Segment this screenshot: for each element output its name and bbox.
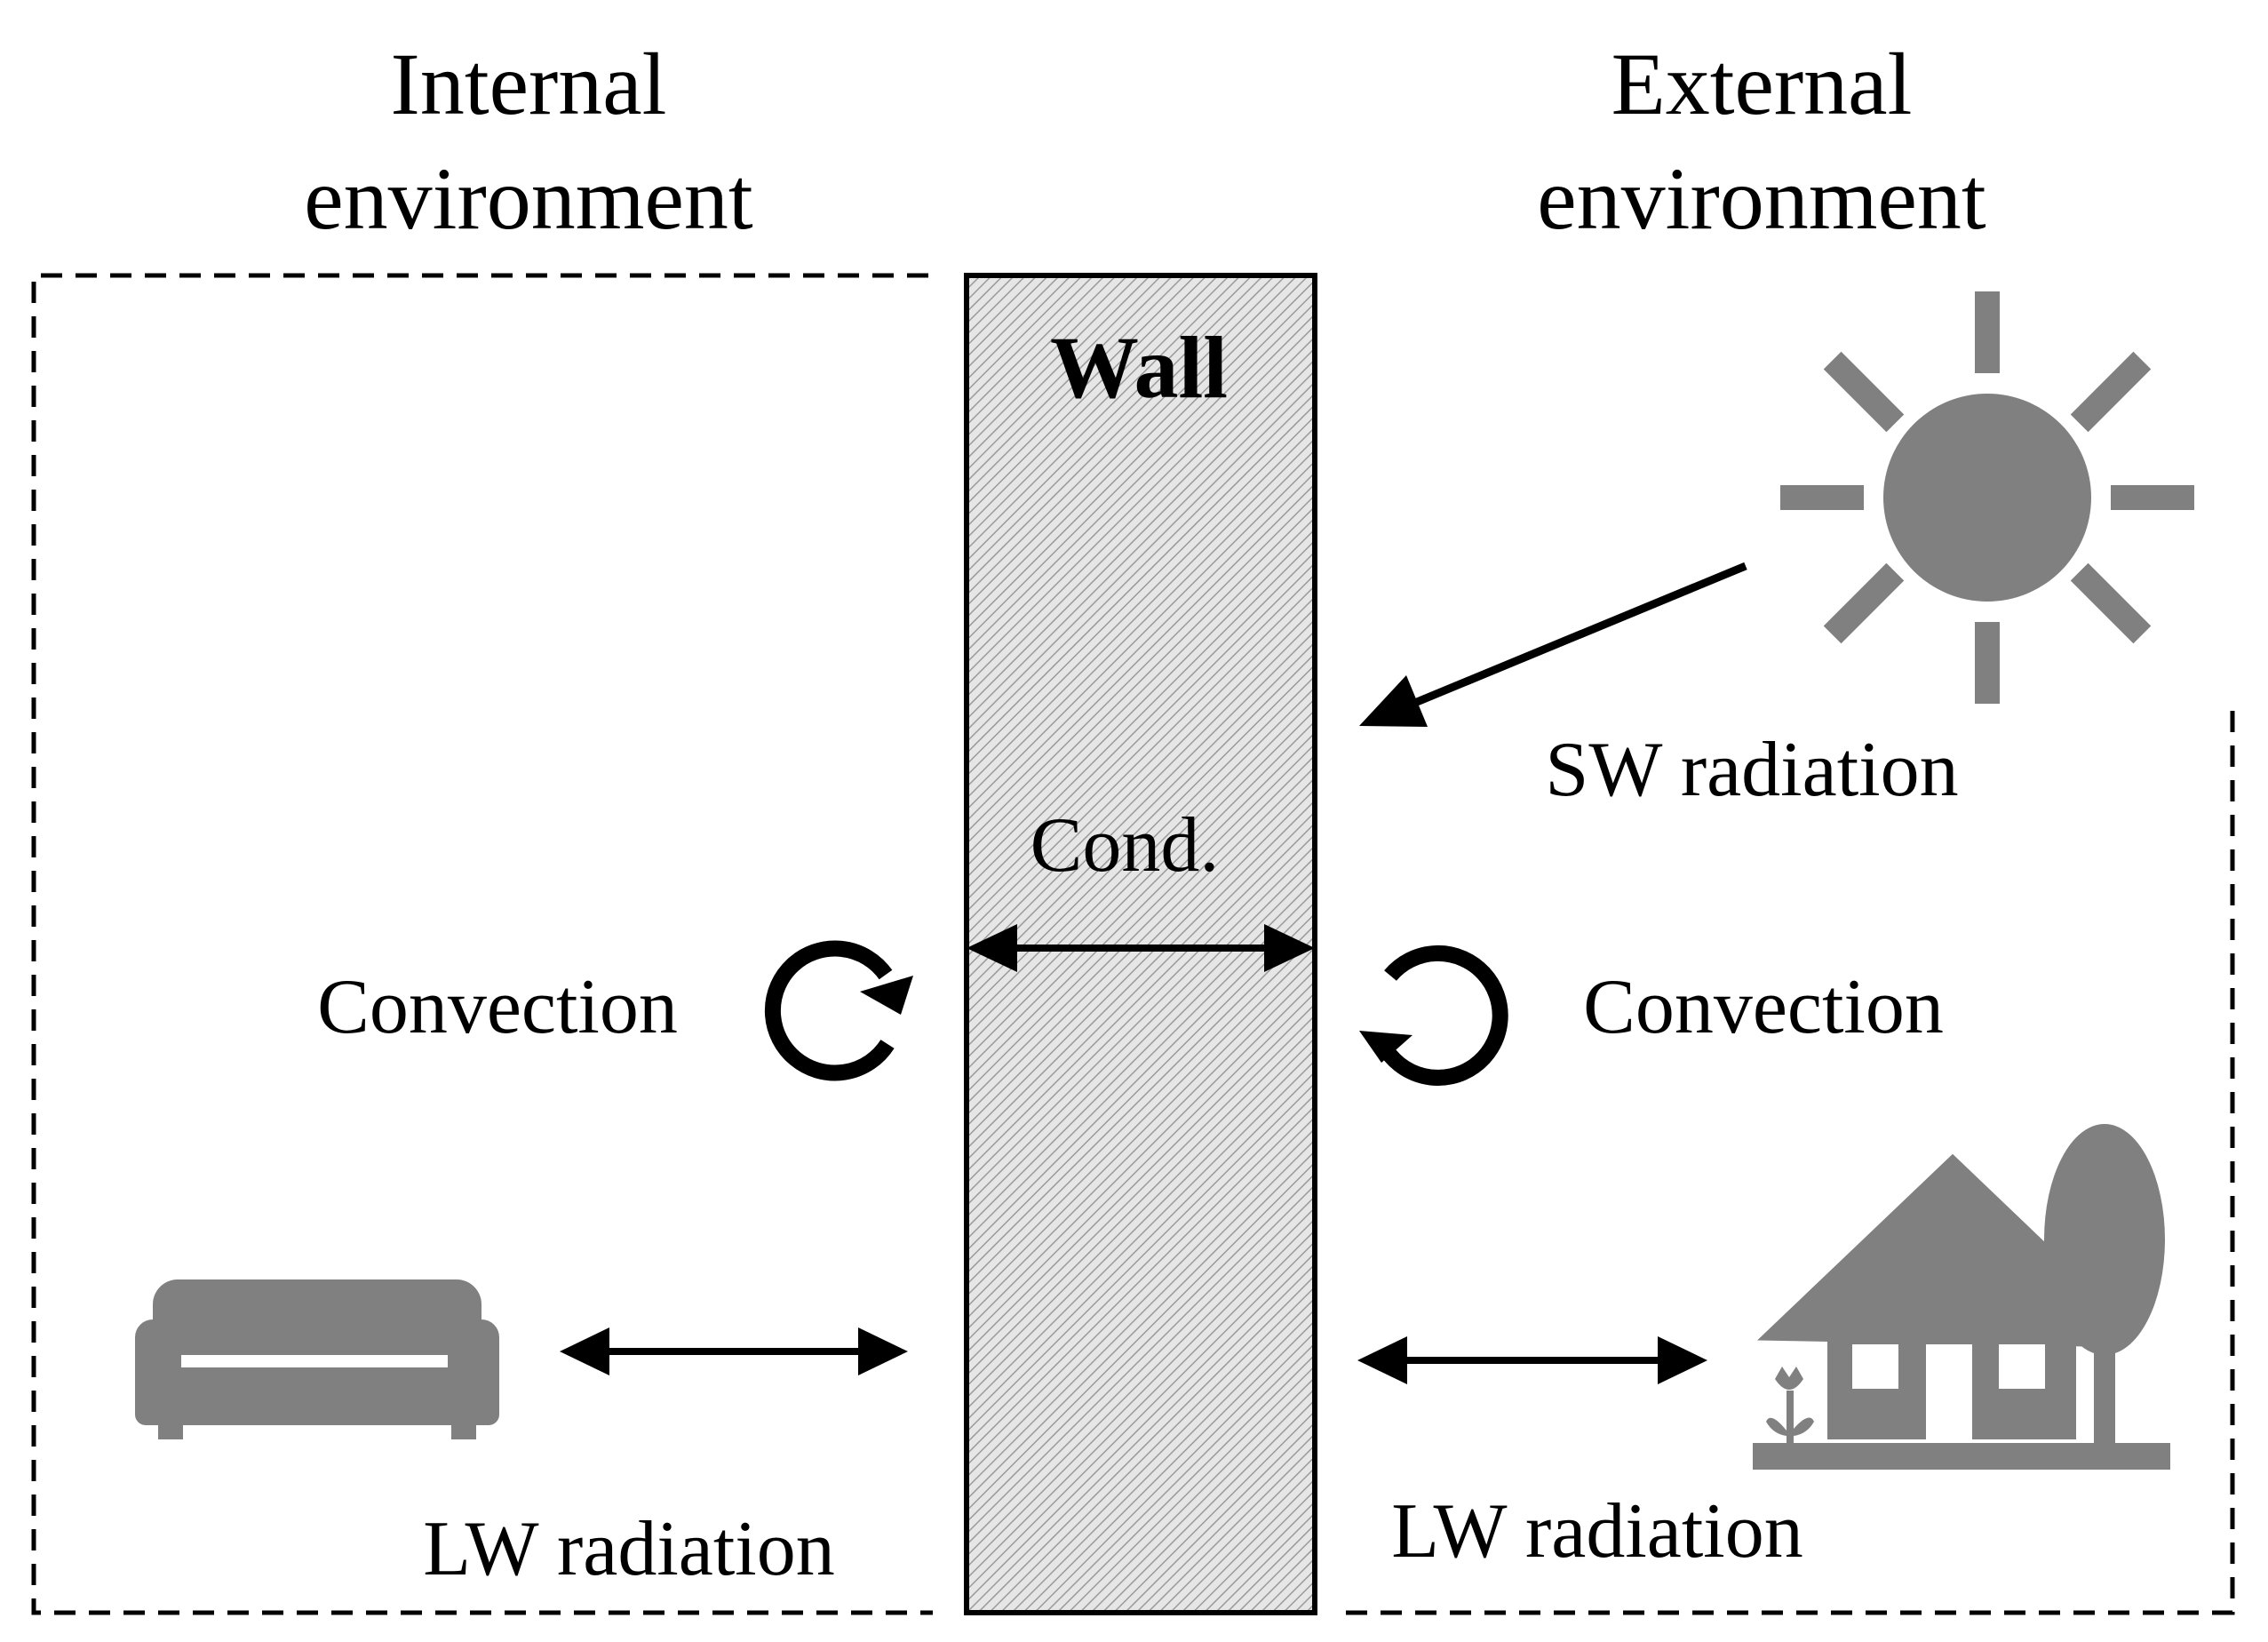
lw-radiation-external-label: LW radiation <box>1391 1488 1802 1574</box>
rotate-clockwise-icon <box>764 940 913 1081</box>
internal-boundary <box>31 273 933 1615</box>
convection-internal-label: Convection <box>317 964 678 1050</box>
convection-external-label: Convection <box>1583 964 1944 1050</box>
internal-heading-line1: Internal <box>391 35 667 133</box>
sw-radiation-label: SW radiation <box>1545 727 1958 813</box>
sofa-icon <box>135 1279 499 1439</box>
wall-label: Wall <box>1050 318 1228 417</box>
wall <box>964 273 1317 1615</box>
cond-label: Cond. <box>1031 802 1220 889</box>
rotate-counterclockwise-icon <box>1359 945 1508 1086</box>
tree-icon <box>2044 1124 2165 1453</box>
external-heading-line2: environment <box>1537 149 1986 248</box>
lw-radiation-internal-label: LW radiation <box>423 1506 834 1592</box>
external-boundary <box>1343 711 2235 1615</box>
external-heading-line1: External <box>1611 35 1913 133</box>
flower-icon <box>1766 1367 1814 1444</box>
internal-heading-line2: environment <box>304 149 753 248</box>
sw-radiation-arrow <box>1359 562 1747 727</box>
sun-icon <box>1780 291 2194 704</box>
conduction-arrow <box>967 924 1315 972</box>
house-icon <box>1753 1153 2170 1470</box>
lw-radiation-external-arrow <box>1357 1336 1707 1384</box>
lw-radiation-internal-arrow <box>560 1327 908 1375</box>
